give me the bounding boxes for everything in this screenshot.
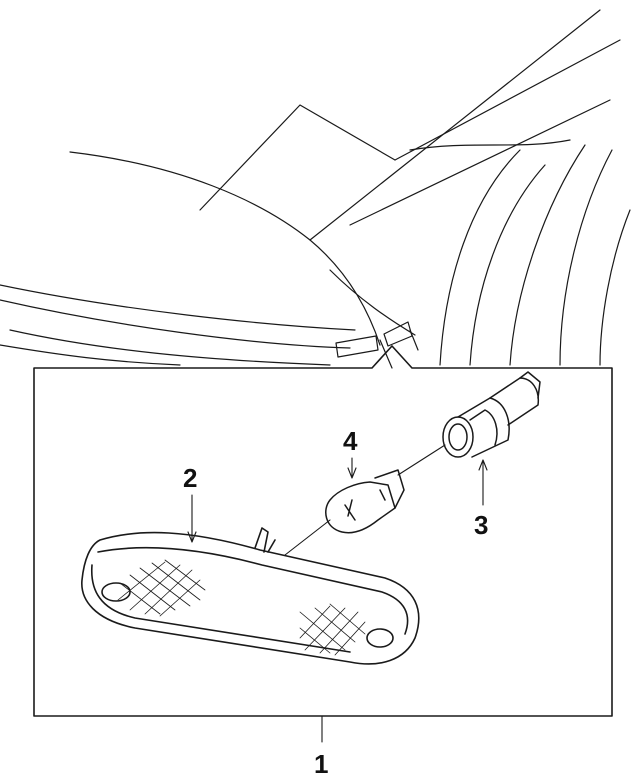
lens-crosshatch-right xyxy=(299,603,366,656)
lens-crosshatch-left xyxy=(117,559,206,617)
callout-assembly: 1 xyxy=(314,749,328,777)
detail-box xyxy=(33,345,613,717)
callout-socket: 3 xyxy=(474,510,488,540)
callout-lens: 2 xyxy=(183,463,197,493)
callout-bulb: 4 xyxy=(343,426,358,456)
bulb-socket xyxy=(442,371,541,458)
leader-lines xyxy=(187,444,488,743)
bulb xyxy=(325,469,405,534)
car-body-illustration xyxy=(0,9,631,369)
marker-lamp-lens xyxy=(81,527,420,665)
